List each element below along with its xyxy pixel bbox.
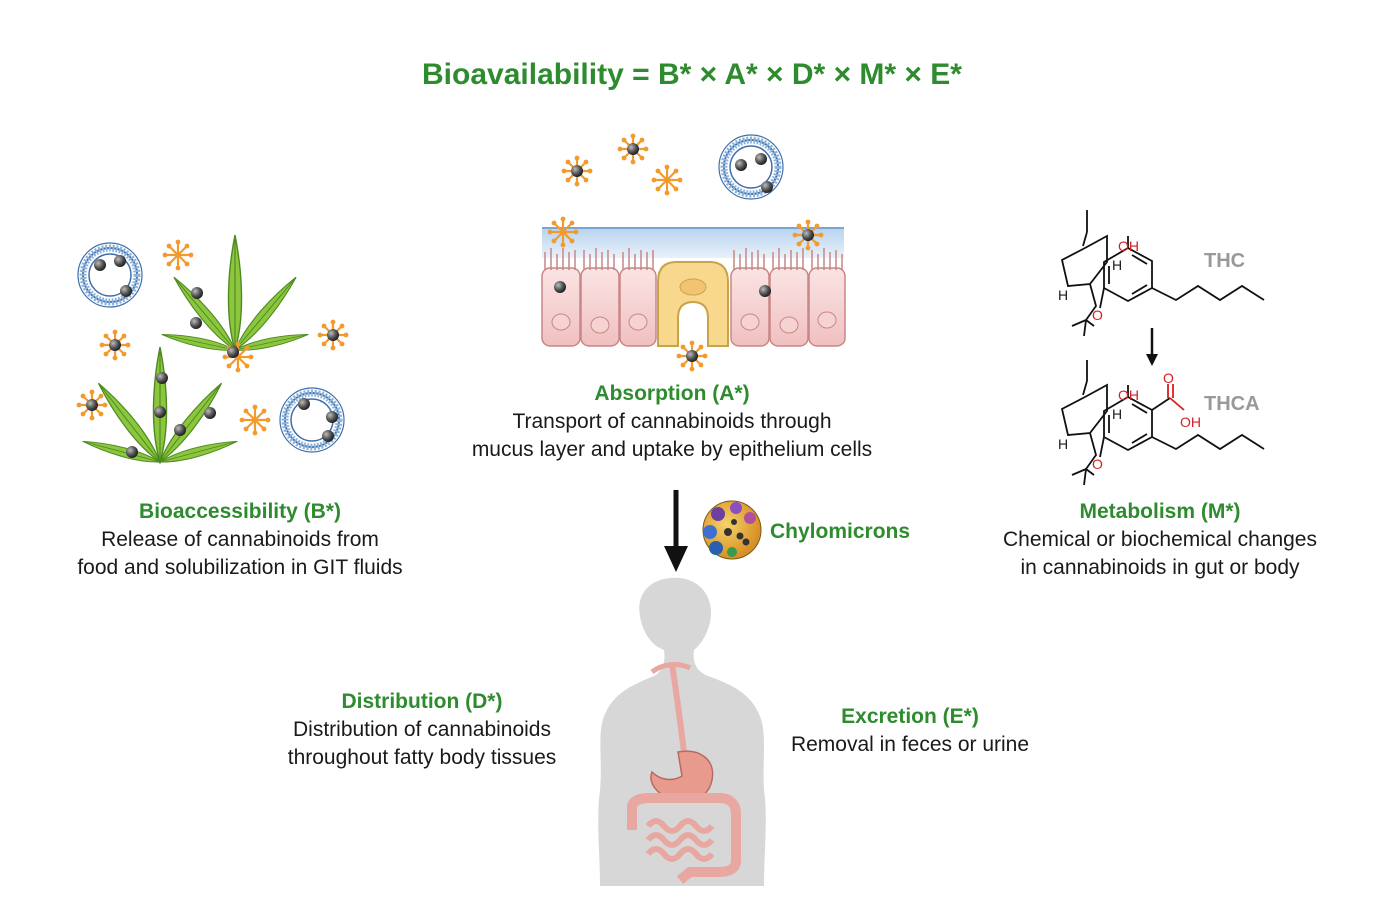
thca-h-label-left: H	[1058, 436, 1069, 452]
left-vesicle-1	[78, 243, 142, 307]
absorption-line1: Transport of cannabinoids through	[512, 410, 832, 433]
thca-carbonyl-o-label: O	[1163, 370, 1174, 386]
excretion-line1: Removal in feces or urine	[790, 733, 1030, 756]
bioaccessibility-block: Bioaccessibility (B*) Release of cannabi…	[30, 498, 450, 582]
bioavailability-formula: Bioavailability = B* × A* × D* × M* × E*	[422, 58, 962, 91]
thca-carboxyl-oh-label: OH	[1180, 414, 1201, 430]
thc-oh-label: OH	[1118, 238, 1139, 254]
bioaccessibility-line2: food and solubilization in GIT fluids	[77, 556, 403, 579]
metabolism-block: Metabolism (M*) Chemical or biochemical …	[960, 498, 1360, 582]
metabolism-line2: in cannabinoids in gut or body	[1020, 556, 1300, 579]
thc-h-label-left: H	[1058, 287, 1069, 303]
down-arrow	[664, 490, 688, 572]
absorption-block: Absorption (A*) Transport of cannabinoid…	[452, 380, 892, 464]
distribution-heading: Distribution (D*)	[341, 690, 503, 713]
distribution-line2: throughout fatty body tissues	[287, 746, 557, 769]
cannabis-leaf-upper	[160, 234, 310, 355]
chylomicrons-block: Chylomicrons	[770, 518, 910, 546]
distribution-line1: Distribution of cannabinoids	[293, 718, 551, 741]
excretion-heading: Excretion (E*)	[841, 705, 979, 728]
thc-to-thca-arrow	[1146, 328, 1158, 366]
absorption-heading: Absorption (A*)	[594, 382, 750, 405]
center-particles	[560, 134, 783, 199]
thca-o-label: O	[1092, 456, 1103, 472]
thc-o-label: O	[1092, 307, 1103, 323]
human-silhouette	[598, 577, 766, 886]
thc-label: THC	[1204, 250, 1246, 272]
epithelium-illustration	[541, 215, 846, 373]
bioaccessibility-line1: Release of cannabinoids from	[101, 528, 379, 551]
metabolism-line1: Chemical or biochemical changes	[1003, 528, 1317, 551]
absorption-line2: mucus layer and uptake by epithelium cel…	[471, 438, 873, 461]
thc-h-label-top: H	[1112, 257, 1123, 273]
left-vesicle-2	[280, 388, 344, 452]
thca-h-label-top: H	[1112, 406, 1123, 422]
chylomicrons-label: Chylomicrons	[770, 520, 911, 543]
excretion-block: Excretion (E*) Removal in feces or urine	[770, 703, 1050, 759]
bioaccessibility-heading: Bioaccessibility (B*)	[139, 500, 341, 523]
chylomicron-icon	[702, 500, 762, 560]
thca-label: THCA	[1204, 393, 1260, 415]
distribution-block: Distribution (D*) Distribution of cannab…	[262, 688, 582, 772]
thca-structure	[1060, 360, 1265, 486]
metabolism-heading: Metabolism (M*)	[1079, 500, 1241, 523]
thca-oh-label: OH	[1118, 387, 1139, 403]
thc-structure	[1060, 210, 1265, 337]
